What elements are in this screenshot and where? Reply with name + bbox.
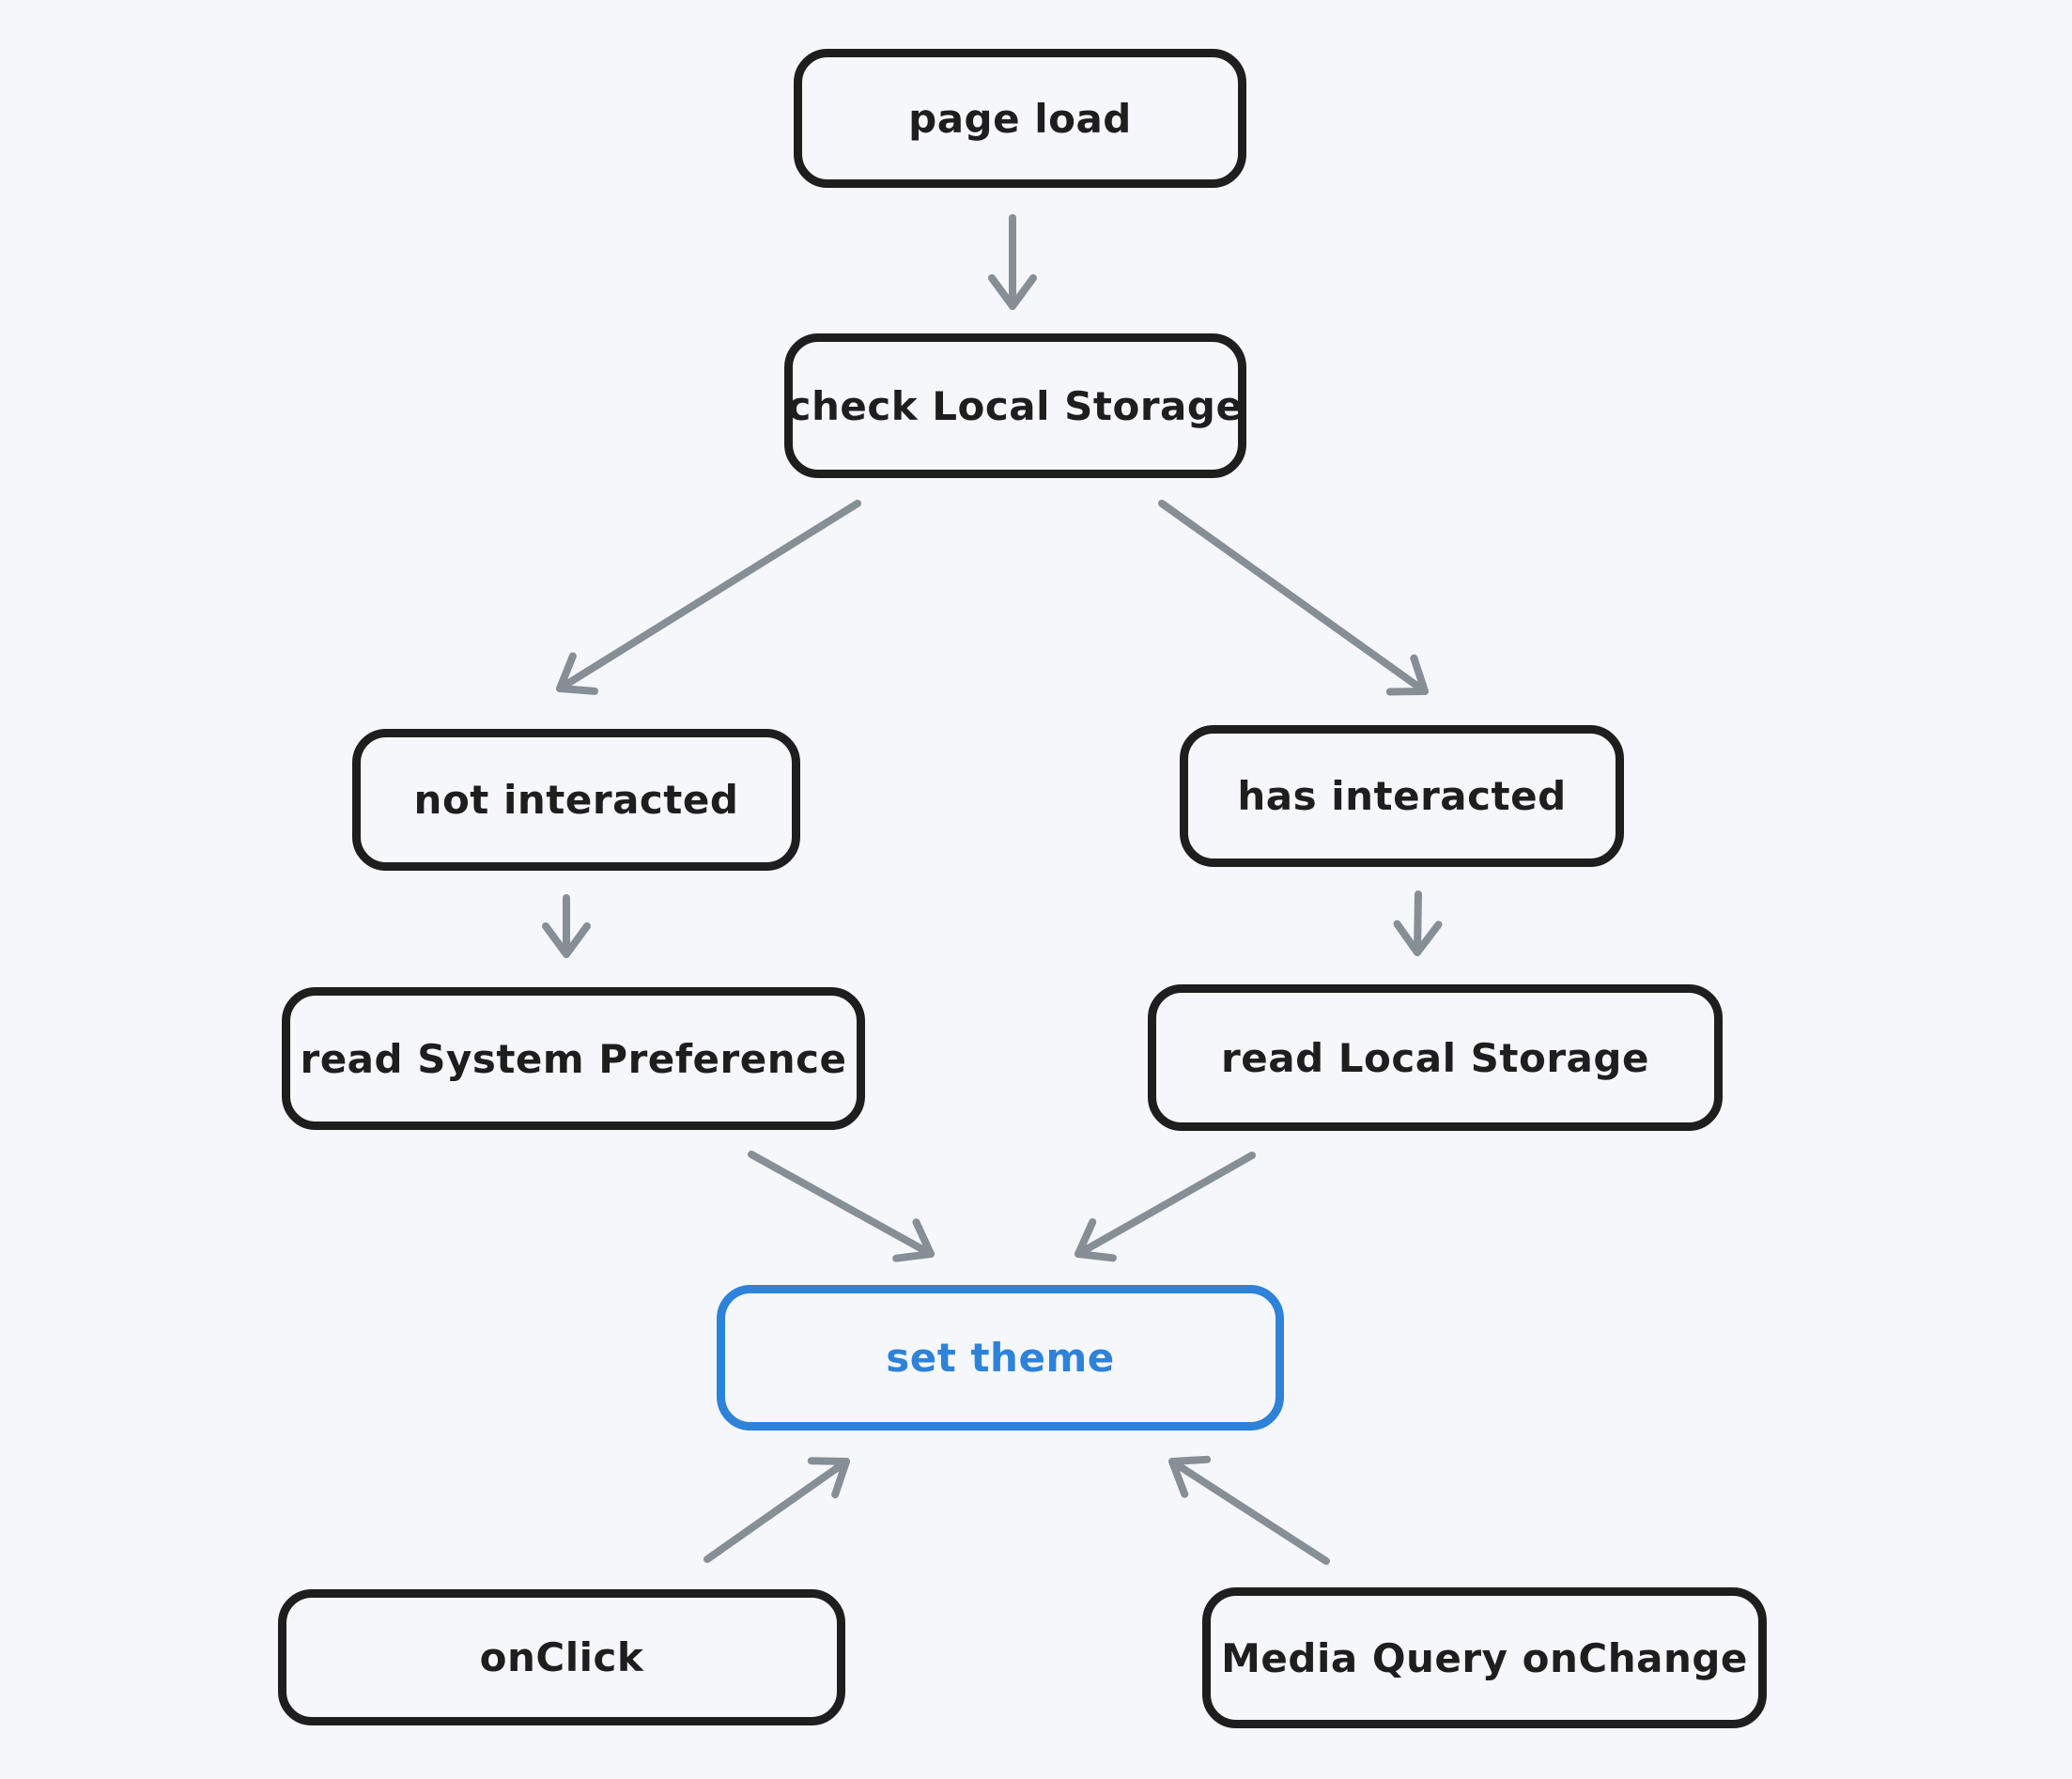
node-has-interacted: has interacted	[1180, 725, 1624, 867]
node-read-system-preference: read System Preference	[282, 987, 865, 1130]
node-media-query-onchange: Media Query onChange	[1202, 1587, 1767, 1728]
node-label: not interacted	[413, 777, 739, 823]
node-label: read Local Storage	[1221, 1034, 1649, 1081]
arrow-has-interacted-to-read-local-storage	[1393, 890, 1443, 956]
node-label: check Local Storage	[787, 382, 1244, 429]
node-label: read System Preference	[300, 1035, 847, 1082]
node-label: Media Query onChange	[1221, 1634, 1748, 1681]
node-label: page load	[908, 95, 1132, 142]
node-read-local-storage: read Local Storage	[1148, 984, 1723, 1131]
node-page-load: page load	[794, 49, 1246, 188]
arrow-check-local-storage-to-has-interacted	[1158, 500, 1429, 696]
arrow-read-system-preference-to-set-theme	[748, 1151, 935, 1262]
node-label: has interacted	[1237, 773, 1567, 819]
arrow-read-local-storage-to-set-theme	[1075, 1152, 1256, 1262]
node-onclick: onClick	[278, 1589, 845, 1725]
node-set-theme: set theme	[717, 1285, 1284, 1431]
node-not-interacted: not interacted	[352, 729, 800, 871]
node-label: set theme	[886, 1335, 1115, 1381]
node-check-local-storage: check Local Storage	[784, 333, 1246, 478]
node-label: onClick	[479, 1634, 644, 1680]
arrow-media-query-onchange-to-set-theme	[1168, 1455, 1330, 1565]
arrow-check-local-storage-to-not-interacted	[556, 500, 861, 695]
arrow-onclick-to-set-theme	[704, 1457, 850, 1563]
